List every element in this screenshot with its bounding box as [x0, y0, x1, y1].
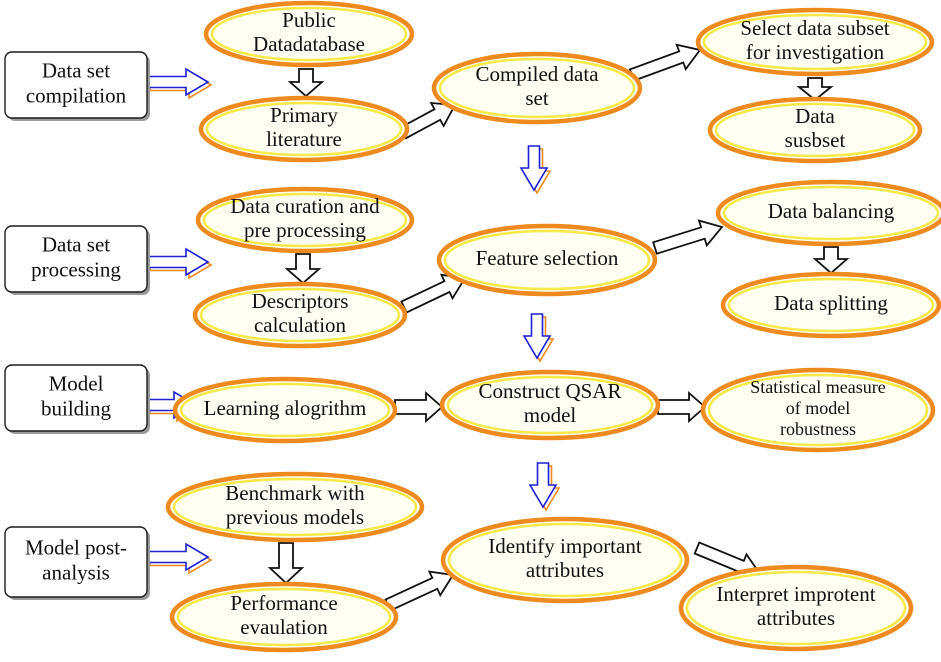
down-arrow-1	[519, 145, 549, 192]
node-label-line: of model	[786, 398, 851, 418]
down-arrow-3	[528, 462, 558, 509]
node-label-line: pre processing	[244, 218, 366, 242]
node-label-line: attributes	[757, 606, 835, 630]
arrow-learning-to-qsar	[394, 391, 444, 423]
stage-arrow-processing	[146, 247, 210, 277]
node-label-line: Construct QSAR	[479, 379, 622, 403]
down-arrow-benchmark-to-performance	[267, 542, 305, 585]
arrow-compiled-to-select	[628, 43, 702, 82]
down-arrow-select-to-subset	[796, 77, 834, 102]
stage-label-line: Data set	[42, 58, 110, 82]
node-label-line: Identify important	[488, 534, 642, 558]
node-label-line: attributes	[526, 558, 604, 582]
down-arrow-2	[522, 313, 552, 360]
node-label-line: Benchmark with	[225, 481, 365, 505]
node-label-line: set	[525, 86, 548, 110]
node-label-line: Feature selection	[476, 246, 619, 270]
node-learning: Learning alogrithm	[172, 376, 398, 444]
down-arrow-balancing-to-splitting	[812, 246, 850, 275]
node-label-line: robustness	[780, 419, 856, 439]
stage-label-line: analysis	[42, 560, 110, 584]
node-label-line: Descriptors	[252, 289, 349, 313]
node-label-line: previous models	[226, 505, 364, 529]
node-label-line: evaulation	[240, 615, 328, 639]
node-label-line: model	[524, 403, 577, 427]
node-label-line: Data	[795, 104, 835, 128]
stage-arrow-post	[146, 542, 210, 572]
node-label-line: Compiled data	[475, 62, 599, 86]
node-label-line: Interpret improtent	[716, 582, 875, 606]
node-splitting: Data splitting	[720, 271, 941, 339]
node-label-line: Statistical measure	[750, 377, 885, 397]
node-label-line: Performance	[230, 591, 337, 615]
stage-label-line: Model	[49, 371, 104, 395]
node-label-line: Learning alogrithm	[204, 396, 367, 420]
stage-label-line: Model post-	[25, 535, 127, 559]
node-label-line: Data splitting	[774, 291, 888, 315]
arrow-feature-to-balancing	[652, 219, 724, 255]
down-arrow-public-to-primary	[287, 68, 325, 98]
stage-arrow-compilation	[146, 67, 210, 97]
node-label-line: for investigation	[746, 40, 885, 64]
node-label-line: Datadatabase	[253, 32, 365, 56]
node-label-line: Public	[282, 8, 336, 32]
node-label-line: Select data subset	[740, 16, 889, 40]
node-label-line: calculation	[254, 313, 347, 337]
down-arrow-curation-to-descriptors	[284, 253, 322, 285]
stage-label-line: processing	[31, 257, 121, 281]
arrow-qsar-to-robustness	[657, 391, 707, 423]
node-label-line: Primary	[270, 103, 338, 127]
node-label-line: Data balancing	[768, 199, 895, 223]
node-label-line: Data curation and	[230, 194, 380, 218]
stage-label-line: Data set	[42, 232, 110, 256]
node-feature: Feature selection	[436, 223, 658, 297]
stage-box-post: Model post-analysis	[4, 526, 150, 600]
stage-label-line: compilation	[26, 83, 127, 107]
node-balancing: Data balancing	[715, 179, 941, 247]
stage-label-line: building	[41, 396, 112, 420]
arrow-performance-to-identify	[384, 570, 455, 612]
node-label-line: literature	[266, 127, 342, 151]
node-label-line: susbset	[785, 128, 846, 152]
